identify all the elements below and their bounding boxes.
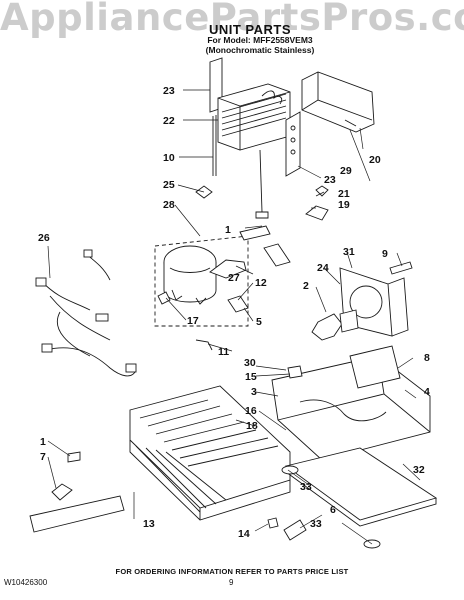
callout-label: 1 — [225, 224, 231, 236]
callout-label: 10 — [163, 152, 175, 164]
air-duct-cover — [301, 71, 375, 133]
callout-label: 1 — [40, 436, 46, 448]
callout-label: 9 — [382, 248, 388, 260]
document-id: W10426300 — [4, 578, 48, 587]
evaporator-assembly — [195, 57, 291, 219]
callout-label: 21 — [338, 188, 350, 200]
side-bracket — [285, 111, 301, 177]
callout-label: 12 — [255, 277, 267, 289]
callout-label: 4 — [424, 386, 430, 398]
page-number: 9 — [229, 578, 234, 587]
callout-label: 29 — [340, 165, 352, 177]
callout-label: 16 — [245, 405, 257, 417]
callout-label: 32 — [413, 464, 425, 476]
callout-label: 25 — [163, 179, 175, 191]
callout-label: 6 — [330, 504, 336, 516]
callout-label: 33 — [300, 481, 312, 493]
callout-label: 2 — [303, 280, 309, 292]
clips-21-19 — [305, 185, 329, 221]
diagram-title: UNIT PARTS — [208, 22, 292, 37]
callout-label: 14 — [238, 528, 250, 540]
machine-compartment-tray — [271, 345, 431, 461]
leader-lines — [47, 89, 421, 545]
callout-label: 19 — [338, 199, 350, 211]
compressor-assembly — [154, 225, 291, 327]
fan-shroud — [311, 261, 413, 341]
model-subtitle: For Model: MFF2558VEM3 — [207, 35, 313, 45]
callout-label: 26 — [38, 232, 50, 244]
callout-label: 22 — [163, 115, 175, 127]
callout-label: 3 — [251, 386, 257, 398]
wiring-harness — [35, 249, 137, 377]
callout-label: 15 — [245, 371, 257, 383]
callout-label: 11 — [218, 346, 229, 358]
callout-label: 33 — [310, 518, 322, 530]
callout-label: 23 — [324, 174, 336, 186]
finish-subtitle: (Monochromatic Stainless) — [205, 45, 315, 55]
ordering-note: FOR ORDERING INFORMATION REFER TO PARTS … — [115, 567, 349, 576]
callout-label: 17 — [187, 315, 199, 327]
callout-label: 27 — [228, 272, 240, 284]
callout-label: 8 — [424, 352, 430, 364]
callout-label: 20 — [369, 154, 381, 166]
small-parts — [29, 339, 381, 549]
callout-label: 5 — [256, 316, 262, 328]
callout-label: 24 — [317, 262, 329, 274]
callout-label: 28 — [163, 199, 175, 211]
callout-label: 7 — [40, 451, 46, 463]
callout-label: 13 — [143, 518, 155, 530]
callout-label: 23 — [163, 85, 175, 97]
callout-label: 31 — [343, 246, 355, 258]
callout-label: 18 — [246, 420, 258, 432]
condenser-coil — [129, 385, 291, 521]
callout-label: 30 — [244, 357, 256, 369]
site-watermark: AppliancePartsPros.com — [0, 0, 464, 39]
callout-labels: 1 2 3 4 5 6 7 8 9 10 11 12 13 14 15 16 1… — [38, 85, 430, 540]
